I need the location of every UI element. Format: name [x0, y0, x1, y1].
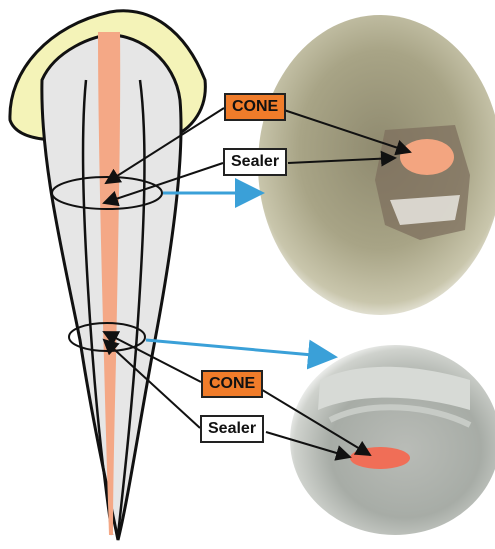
photo-cone-spot-top [400, 139, 454, 175]
photo-cone-spot-bottom [350, 447, 410, 469]
cross-section-photo-top [258, 15, 495, 315]
connector-arrow-bottom [146, 340, 335, 357]
sealer-label-bottom: Sealer [200, 415, 264, 443]
cross-section-photo-bottom [290, 345, 495, 535]
sealer-label-top: Sealer [223, 148, 287, 176]
cone-label-top: CONE [224, 93, 286, 121]
cone-label-bottom: CONE [201, 370, 263, 398]
